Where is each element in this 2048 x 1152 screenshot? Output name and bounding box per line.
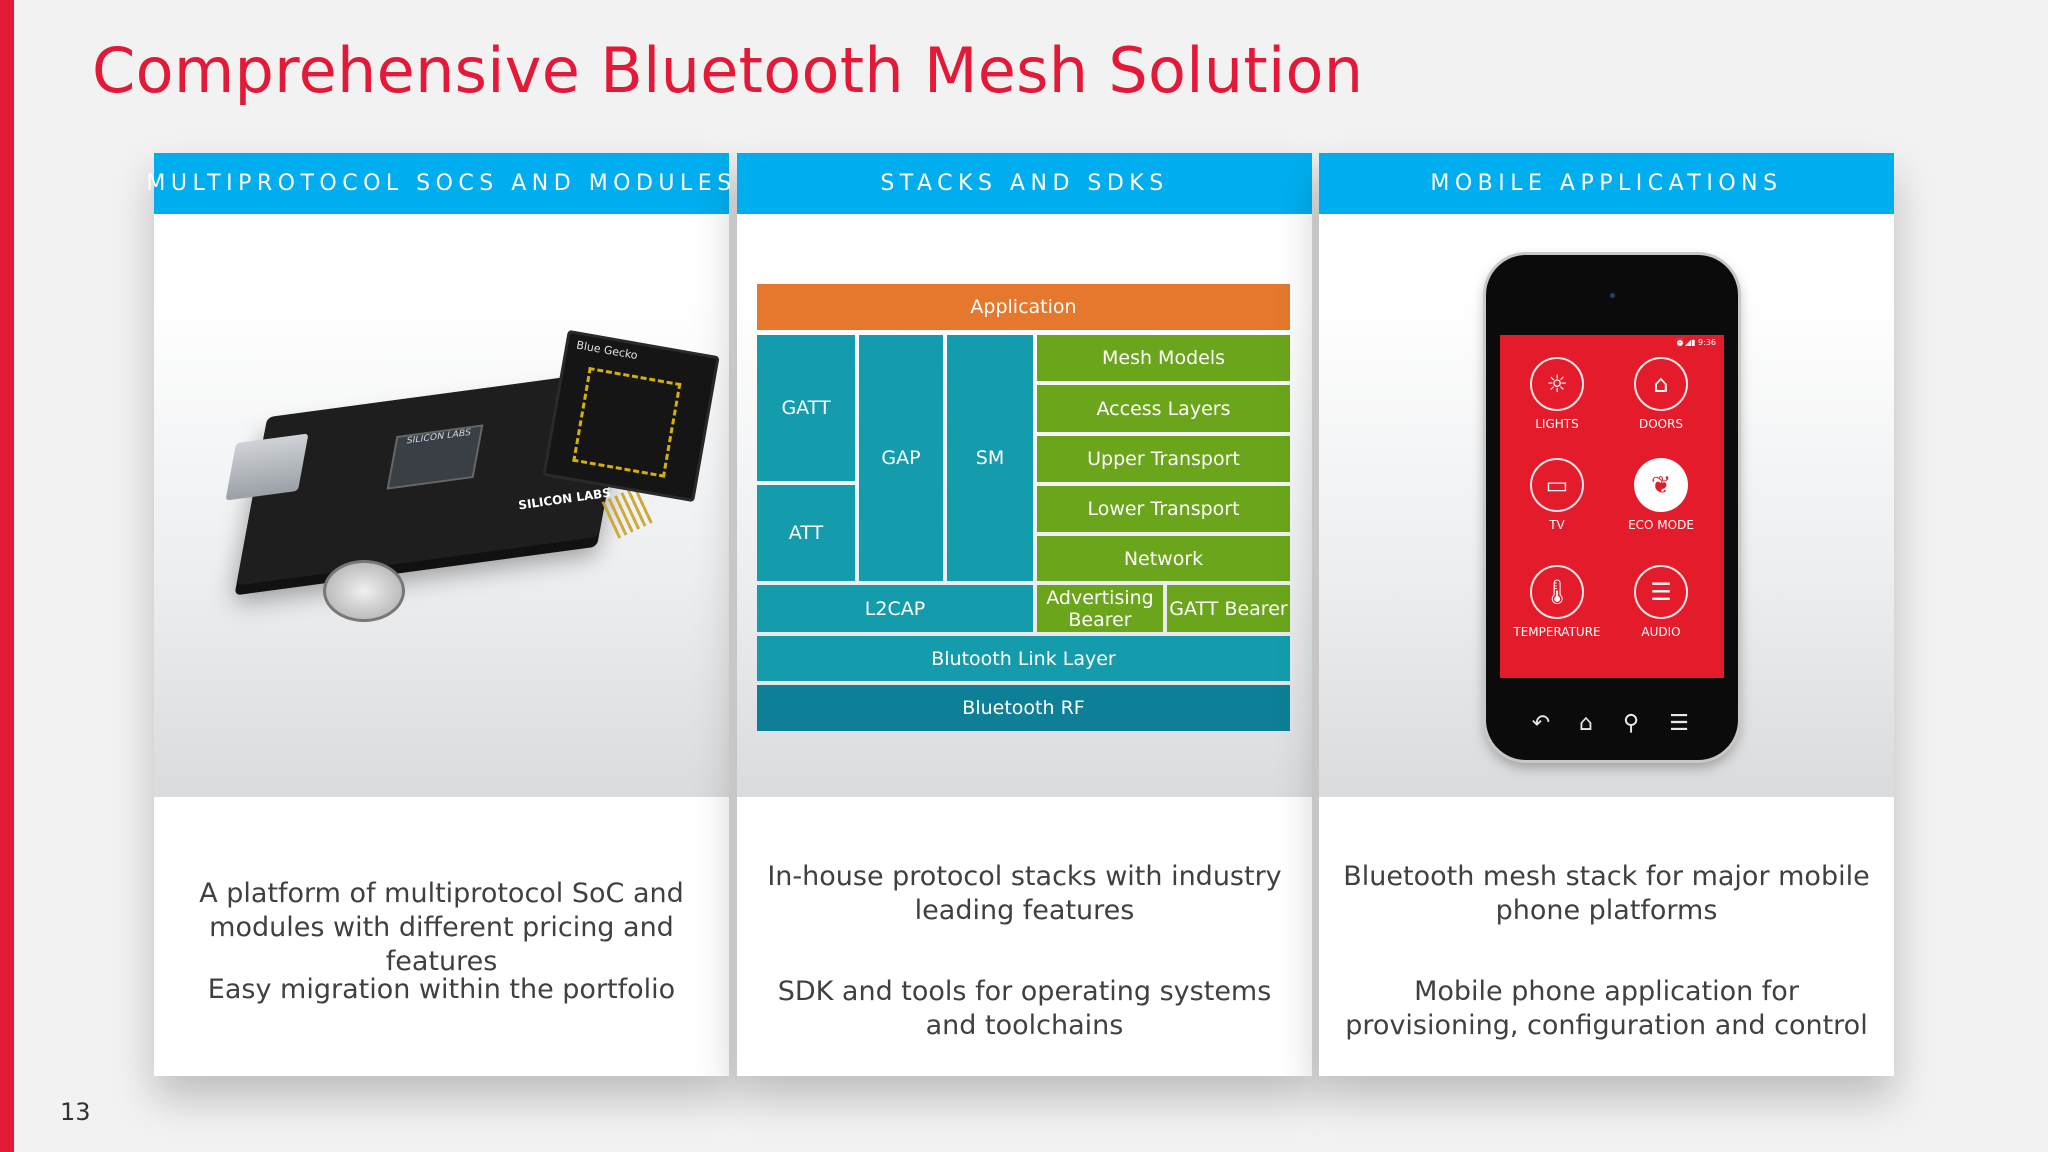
- module-antenna-outline: [572, 366, 682, 478]
- ethernet-port-icon: [225, 433, 309, 501]
- stack-lower-transport: Lower Transport: [1037, 486, 1290, 532]
- column-description: Bluetooth mesh stack for major mobile ph…: [1319, 797, 1894, 1076]
- app-label: TV: [1549, 518, 1565, 532]
- description-2: Easy migration within the portfolio: [207, 974, 676, 1005]
- stack-gap: GAP: [859, 335, 943, 581]
- column-socs-modules: MULTIPROTOCOL SOCS AND MODULES SILICON L…: [146, 153, 731, 1076]
- app-label: AUDIO: [1641, 625, 1681, 639]
- stack-sm: SM: [947, 335, 1033, 581]
- module-label: Blue Gecko: [575, 338, 639, 363]
- column-header: STACKS AND SDKS: [737, 153, 1312, 214]
- slide-title: Comprehensive Bluetooth Mesh Solution: [92, 34, 1364, 107]
- stack-upper-transport: Upper Transport: [1037, 436, 1290, 482]
- column-header: MOBILE APPLICATIONS: [1319, 153, 1894, 214]
- home-icon[interactable]: ⌂: [1579, 711, 1593, 736]
- stack-access-layers: Access Layers: [1037, 385, 1290, 432]
- column-description: In-house protocol stacks with industry l…: [737, 797, 1312, 1076]
- equalizer-icon: ☰: [1634, 565, 1688, 619]
- camera-icon: [1610, 293, 1615, 298]
- stack-rf: Bluetooth RF: [757, 685, 1290, 731]
- column-mobile-apps: MOBILE APPLICATIONS ⏰◢▮ 9:36 ☼ LIGHTS ⌂ …: [1319, 153, 1894, 1076]
- status-bar: ⏰◢▮ 9:36: [1674, 338, 1716, 347]
- description-1: A platform of multiprotocol SoC and modu…: [199, 878, 684, 977]
- stack-mesh-models: Mesh Models: [1037, 335, 1290, 381]
- page-number: 13: [60, 1098, 91, 1126]
- coin-cell-icon: [323, 560, 405, 622]
- app-label: LIGHTS: [1535, 417, 1579, 431]
- app-audio[interactable]: ☰ AUDIO: [1616, 565, 1706, 639]
- back-icon[interactable]: ↶: [1531, 711, 1551, 736]
- tv-icon: ▭: [1530, 458, 1584, 512]
- stack-gatt: GATT: [757, 335, 855, 481]
- stack-gatt-bearer: GATT Bearer: [1167, 585, 1290, 632]
- stack-advertising-bearer: Advertising Bearer: [1037, 585, 1163, 632]
- lock-icon: ⌂: [1634, 357, 1688, 411]
- app-label: DOORS: [1638, 417, 1684, 431]
- app-temperature[interactable]: 🌡 TEMPERATURE: [1512, 565, 1602, 639]
- column-stacks-sdks: STACKS AND SDKS Application GATT ATT GAP…: [737, 153, 1312, 1076]
- app-doors[interactable]: ⌂ DOORS: [1616, 357, 1706, 431]
- stack-link-layer: Blutooth Link Layer: [757, 636, 1290, 681]
- stack-diagram: Application GATT ATT GAP SM Mesh Models …: [737, 214, 1312, 797]
- radio-module: Blue Gecko: [542, 329, 720, 503]
- stack-application: Application: [757, 284, 1290, 330]
- column-header: MULTIPROTOCOL SOCS AND MODULES: [146, 153, 731, 214]
- description-1: Bluetooth mesh stack for major mobile ph…: [1343, 861, 1870, 926]
- app-tv[interactable]: ▭ TV: [1512, 458, 1602, 532]
- app-label: TEMPERATURE: [1513, 625, 1601, 639]
- stack-l2cap: L2CAP: [757, 585, 1033, 632]
- stack-network: Network: [1037, 536, 1290, 581]
- search-icon[interactable]: ⚲: [1622, 711, 1640, 736]
- dev-board-image: SILICON LABS SILICON LABS Blue Gecko: [154, 214, 729, 797]
- description-1: In-house protocol stacks with industry l…: [767, 861, 1282, 926]
- leaf-icon: ❦: [1634, 458, 1688, 512]
- dev-board: SILICON LABS SILICON LABS Blue Gecko: [218, 329, 720, 652]
- description-2: SDK and tools for operating systems and …: [777, 976, 1272, 1041]
- thermometer-icon: 🌡: [1530, 565, 1584, 619]
- phone-image: ⏰◢▮ 9:36 ☼ LIGHTS ⌂ DOORS ▭ TV ❦ ECO MOD…: [1319, 214, 1894, 797]
- description-2: Mobile phone application for provisionin…: [1345, 976, 1868, 1041]
- app-eco-mode[interactable]: ❦ ECO MODE: [1616, 458, 1706, 532]
- lightbulb-icon: ☼: [1530, 357, 1584, 411]
- left-accent-bar: [0, 0, 14, 1152]
- app-label: ECO MODE: [1628, 518, 1694, 532]
- column-description: A platform of multiprotocol SoC and modu…: [154, 797, 729, 1076]
- smartphone: ⏰◢▮ 9:36 ☼ LIGHTS ⌂ DOORS ▭ TV ❦ ECO MOD…: [1486, 255, 1738, 760]
- stack-att: ATT: [757, 485, 855, 581]
- menu-icon[interactable]: ☰: [1669, 711, 1689, 736]
- phone-screen: ⏰◢▮ 9:36 ☼ LIGHTS ⌂ DOORS ▭ TV ❦ ECO MOD…: [1500, 335, 1724, 678]
- app-lights[interactable]: ☼ LIGHTS: [1512, 357, 1602, 431]
